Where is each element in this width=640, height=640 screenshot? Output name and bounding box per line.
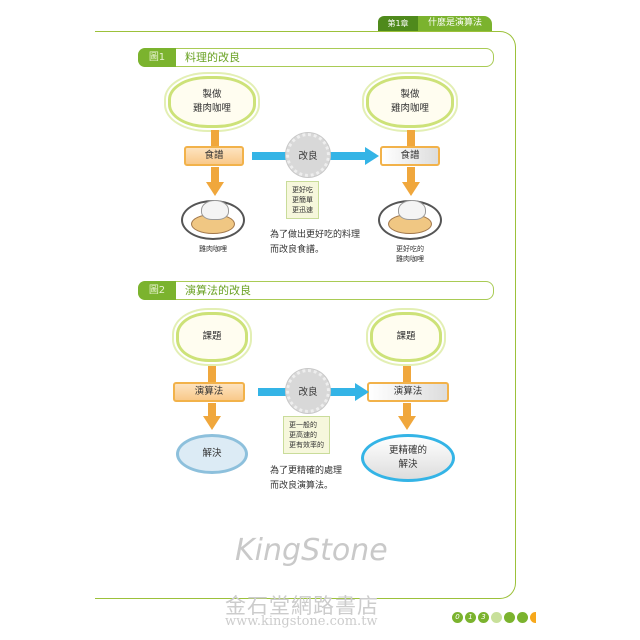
arrow-head-icon <box>398 416 416 430</box>
arrow-down <box>403 366 411 382</box>
arrow-down <box>211 130 219 146</box>
arrow-down <box>208 366 216 382</box>
page-frame <box>95 31 516 599</box>
algorithm-box-right: 演算法 <box>367 382 449 402</box>
figure-title: 演算法的改良 <box>185 284 251 297</box>
better-curry-plate-icon <box>378 200 442 240</box>
arrow-down <box>211 167 219 183</box>
blue-arrow <box>330 388 356 396</box>
figure-2-header: 圖2 演算法的改良 <box>138 281 494 300</box>
arrow-head-icon <box>365 147 379 165</box>
figure-number: 圖2 <box>138 281 176 300</box>
improve-gear: 改良 <box>286 369 330 413</box>
curry-plate-icon <box>181 200 245 240</box>
figure-2-description: 為了更精確的處理 而改良演算法。 <box>270 466 343 491</box>
figure-number: 圖1 <box>138 48 176 67</box>
page-digit: 0 <box>452 612 463 623</box>
page-digit: 1 <box>465 612 476 623</box>
chapter-title: 什麼是演算法 <box>418 16 492 31</box>
result-left: 解決 <box>176 434 248 474</box>
arrow-head-icon <box>355 383 369 401</box>
result-right: 更精確的 解決 <box>361 434 455 482</box>
arrow-head-icon <box>203 416 221 430</box>
chapter-number: 第1章 <box>378 16 418 31</box>
arrow-down <box>407 130 415 146</box>
watermark-name: 金石堂網路書店 <box>225 594 379 618</box>
watermark-url: www.kingstone.com.tw <box>225 614 378 629</box>
figure-title: 料理的改良 <box>185 51 240 64</box>
page-dot <box>491 612 502 623</box>
watermark-brand: KingStone <box>235 533 388 568</box>
improvement-note: 更好吃 更簡單 更迅速 <box>286 181 319 219</box>
arrow-down <box>208 403 216 417</box>
figure-1-header: 圖1 料理的改良 <box>138 48 494 67</box>
arrow-down <box>403 403 411 417</box>
cloud-right: 製做 雞肉咖哩 <box>366 76 454 128</box>
blue-arrow <box>252 152 288 160</box>
page-dot <box>530 612 536 623</box>
arrow-down <box>407 167 415 183</box>
page-dot <box>517 612 528 623</box>
arrow-head-icon <box>402 182 420 196</box>
cloud-right: 課題 <box>370 312 442 362</box>
recipe-box-left: 食譜 <box>184 146 244 166</box>
improve-gear: 改良 <box>286 133 330 177</box>
improvement-note: 更一般的 更高速的 更有效率的 <box>283 416 330 454</box>
caption-right: 更好吃的 雞肉咖哩 <box>396 245 424 263</box>
blue-arrow <box>330 152 366 160</box>
algorithm-box-left: 演算法 <box>173 382 245 402</box>
arrow-head-icon <box>206 182 224 196</box>
figure-1-description: 為了做出更好吃的料理 而改良食譜。 <box>270 230 361 255</box>
cloud-left: 製做 雞肉咖哩 <box>168 76 256 128</box>
cloud-left: 課題 <box>176 312 248 362</box>
page-dot <box>504 612 515 623</box>
caption-left: 雞肉咖哩 <box>199 245 227 253</box>
page-digit: 3 <box>478 612 489 623</box>
blue-arrow <box>258 388 288 396</box>
recipe-box-right: 食譜 <box>380 146 440 166</box>
